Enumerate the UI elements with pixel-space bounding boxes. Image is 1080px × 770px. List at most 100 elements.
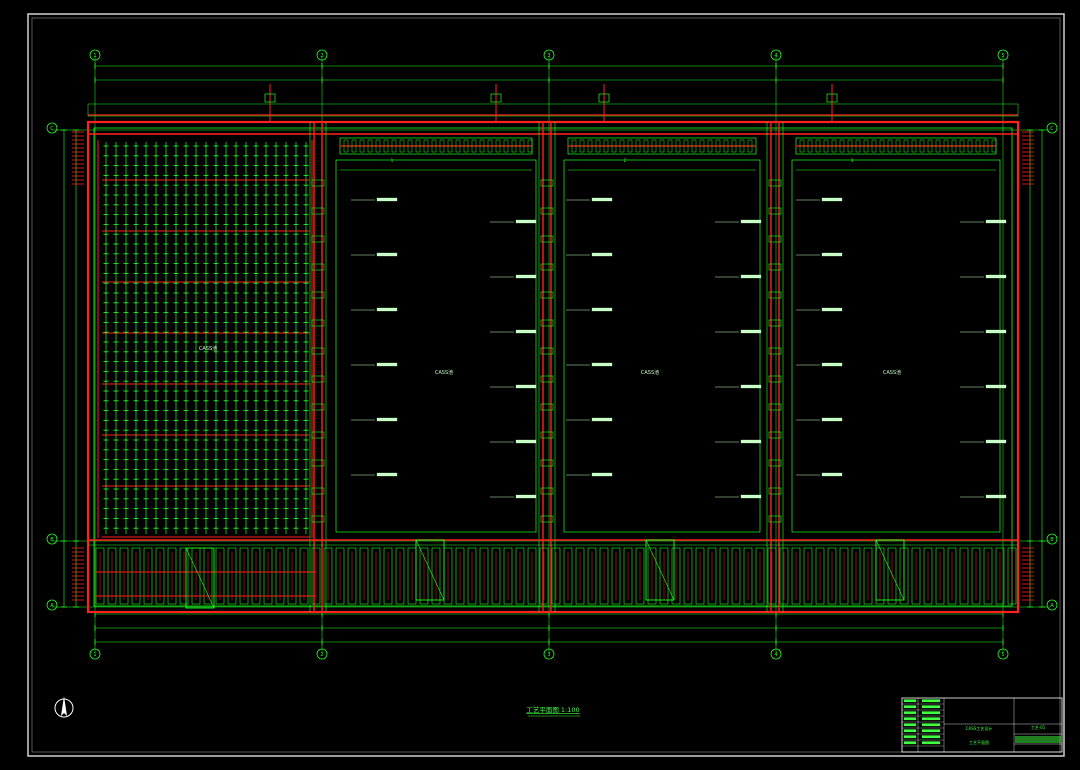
gallery-bay (791, 547, 801, 605)
note-mark (821, 472, 843, 477)
decanter-unit (919, 139, 925, 153)
gallery-bay (659, 547, 669, 605)
decanter-unit (831, 139, 837, 153)
column-bracket (768, 515, 782, 523)
decanter-unit (691, 139, 697, 153)
gallery-bay (671, 547, 681, 605)
axis-label-b-left: B (50, 537, 54, 543)
decanter-unit (879, 139, 885, 153)
axis-label-5-top: 5 (1001, 53, 1004, 59)
gallery-bay (95, 547, 105, 605)
decanter-unit (627, 139, 633, 153)
gallery-bay (935, 547, 945, 605)
column-bracket (311, 375, 325, 383)
gallery-bay (215, 547, 225, 605)
gallery-bay (779, 547, 789, 605)
decanter-unit (527, 139, 533, 153)
gallery-bay (683, 547, 693, 605)
note-mark (591, 252, 613, 257)
gallery-bay (647, 547, 657, 605)
gallery-bay (563, 547, 573, 605)
gallery-bay (455, 547, 465, 605)
title-block-cell-text (921, 741, 941, 745)
note-mark (376, 472, 398, 477)
title-block-cell-text (903, 699, 917, 703)
gallery-bay (911, 547, 921, 605)
decanter-unit (503, 139, 509, 153)
valve-chamber-diag (415, 539, 445, 601)
note-mark (821, 307, 843, 312)
note-mark (515, 329, 537, 334)
column-bracket (311, 291, 325, 299)
axis-label-2-bottom: 2 (320, 652, 323, 658)
decanter-unit (927, 139, 933, 153)
axis-bubble-labels: 1 2 3 4 5 1 2 3 4 5 C B A C B A (50, 53, 1054, 658)
axis-bubble (1046, 599, 1058, 611)
decanter-unit (375, 139, 381, 153)
note-mark (740, 219, 762, 224)
column-bracket (540, 319, 554, 327)
note-mark (591, 307, 613, 312)
decanter-unit (495, 139, 501, 153)
tank-label-1: CASS池 (199, 345, 217, 352)
decanter-unit (935, 139, 941, 153)
gallery-bay (395, 547, 405, 605)
decanter-unit (723, 139, 729, 153)
gallery-bay (743, 547, 753, 605)
axis-bubble (89, 648, 101, 660)
axis-label-1-bottom: 1 (93, 652, 96, 658)
decanter-unit (983, 139, 989, 153)
decanter-unit (595, 139, 601, 153)
column-bracket (540, 459, 554, 467)
note-mark (515, 219, 537, 224)
gallery-bay (863, 547, 873, 605)
decanter-unit (611, 139, 617, 153)
column-bracket (768, 347, 782, 355)
column-bracket (768, 487, 782, 495)
title-block-project: CASS工艺设计 (966, 725, 993, 731)
gallery-bay (479, 547, 489, 605)
gallery-bay (983, 547, 993, 605)
title-block-cell-text (903, 717, 917, 721)
column-bracket (540, 291, 554, 299)
tank-label-2: CASS池 (435, 369, 453, 376)
column-bracket (540, 263, 554, 271)
column-bracket (311, 431, 325, 439)
note-mark (591, 362, 613, 367)
note-mark (591, 197, 613, 202)
decanter-unit (423, 139, 429, 153)
decanter-unit (699, 139, 705, 153)
gallery-bay (947, 547, 957, 605)
gallery-bay (923, 547, 933, 605)
note-mark (376, 417, 398, 422)
valve-chamber (875, 539, 905, 601)
gallery-bay (551, 547, 561, 605)
axis-label-c-left: C (50, 126, 54, 132)
column-bracket (540, 347, 554, 355)
gallery-bay (527, 547, 537, 605)
note-mark (376, 252, 398, 257)
axis-bubble (316, 49, 328, 61)
decanter-unit (343, 139, 349, 153)
axis-bubble (770, 648, 782, 660)
note-mark (376, 197, 398, 202)
title-block-cell-text (921, 717, 941, 721)
axis-label-5-bottom: 5 (1001, 652, 1004, 658)
decanter-unit (951, 139, 957, 153)
title-block-cell-text (921, 699, 941, 703)
note-mark (515, 494, 537, 499)
decanter-unit (455, 139, 461, 153)
dimension-lines (61, 63, 1045, 645)
column-bracket (311, 319, 325, 327)
title-block-sheet-title: 工艺平面图 (969, 739, 989, 745)
note-mark (985, 494, 1007, 499)
decanter-unit (579, 139, 585, 153)
axis-label-a-right: A (1050, 603, 1054, 609)
decanter-unit (571, 139, 577, 153)
gallery-bay (167, 547, 177, 605)
gallery-bay (575, 547, 585, 605)
gallery-bay (299, 547, 309, 605)
column-bracket (768, 375, 782, 383)
gallery-bay (179, 547, 189, 605)
